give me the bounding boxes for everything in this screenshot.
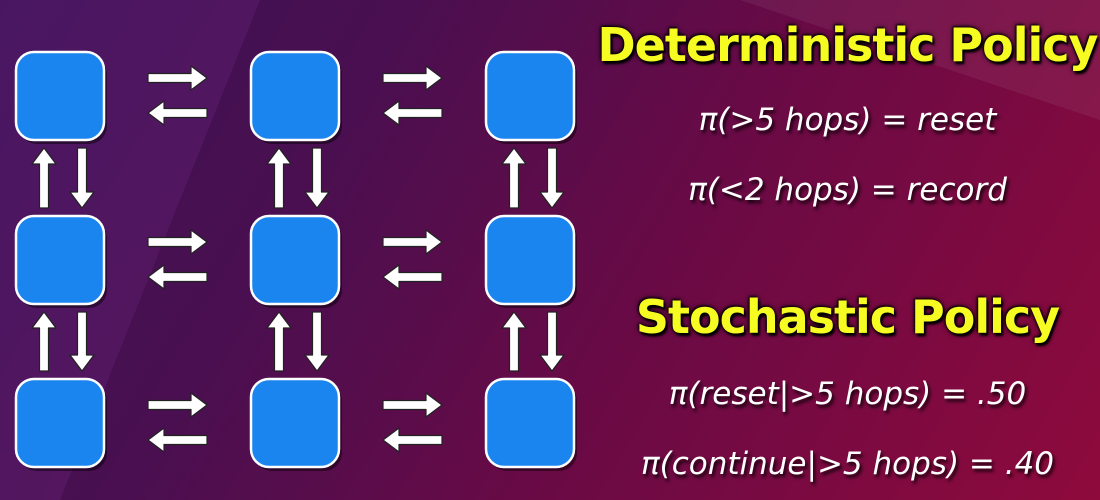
state-node-r1-c0	[14, 214, 106, 306]
stochastic-policy-title: Stochastic Policy	[635, 290, 1060, 344]
arrow-down-c0-r1	[69, 311, 95, 372]
stochastic-rule-2: π(continue|>5 hops) = .40	[640, 446, 1055, 482]
arrow-right-r2-c1	[382, 392, 443, 418]
arrow-left-r1-c0	[147, 264, 208, 290]
state-grid-diagram	[14, 50, 577, 471]
arrow-left-r0-c1	[382, 100, 443, 126]
arrow-up-c2-r0	[501, 147, 527, 209]
state-node-r2-c1	[249, 377, 341, 469]
state-node-r1-c2	[484, 214, 576, 306]
arrow-left-r2-c1	[382, 427, 443, 453]
arrow-down-c0-r0	[69, 147, 95, 209]
state-node-r0-c1	[249, 50, 341, 142]
arrow-up-c1-r1	[266, 311, 292, 372]
arrow-right-r0-c0	[147, 65, 208, 91]
arrow-up-c0-r0	[31, 147, 57, 209]
state-node-r0-c0	[14, 50, 106, 142]
policy-panel: Deterministic Policy π(>5 hops) = reset …	[595, 0, 1100, 500]
arrow-right-r0-c1	[382, 65, 443, 91]
deterministic-rule-1: π(>5 hops) = reset	[698, 102, 997, 138]
arrow-up-c2-r1	[501, 311, 527, 372]
arrow-right-r2-c0	[147, 392, 208, 418]
arrow-down-c2-r1	[539, 311, 565, 372]
arrow-right-r1-c0	[147, 229, 208, 255]
arrow-left-r0-c0	[147, 100, 208, 126]
state-node-r1-c1	[249, 214, 341, 306]
state-node-r0-c2	[484, 50, 576, 142]
arrow-right-r1-c1	[382, 229, 443, 255]
state-node-r2-c2	[484, 377, 576, 469]
arrow-down-c2-r0	[539, 147, 565, 209]
stochastic-rule-1: π(reset|>5 hops) = .50	[668, 376, 1027, 412]
arrow-down-c1-r1	[304, 311, 330, 372]
arrow-down-c1-r0	[304, 147, 330, 209]
arrow-left-r2-c0	[147, 427, 208, 453]
arrow-up-c1-r0	[266, 147, 292, 209]
state-node-r2-c0	[14, 377, 106, 469]
deterministic-rule-2: π(<2 hops) = record	[688, 172, 1007, 208]
deterministic-policy-title: Deterministic Policy	[597, 18, 1099, 72]
arrow-left-r1-c1	[382, 264, 443, 290]
arrow-up-c0-r1	[31, 311, 57, 372]
